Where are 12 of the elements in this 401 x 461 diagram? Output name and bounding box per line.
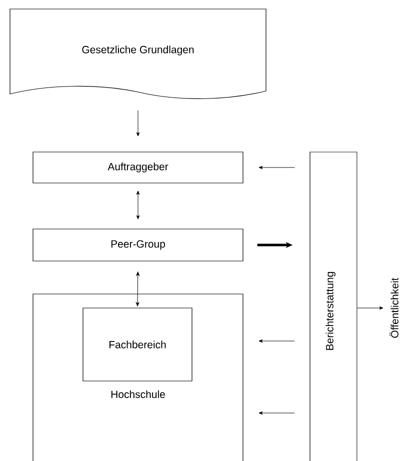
arrow — [357, 306, 384, 310]
process-box: Auftraggeber — [32, 152, 244, 184]
arrow — [136, 190, 140, 220]
process-box: Peer-Group — [32, 228, 244, 262]
vertical-bar: Berichterstattung — [310, 152, 358, 461]
rotated-label: Öffentlichkeit — [390, 278, 398, 338]
process-box: Fachbereich — [82, 308, 192, 382]
arrow — [258, 411, 295, 415]
arrow — [258, 339, 295, 343]
arrow — [258, 166, 295, 170]
arrow — [136, 272, 140, 306]
arrow — [136, 110, 140, 136]
